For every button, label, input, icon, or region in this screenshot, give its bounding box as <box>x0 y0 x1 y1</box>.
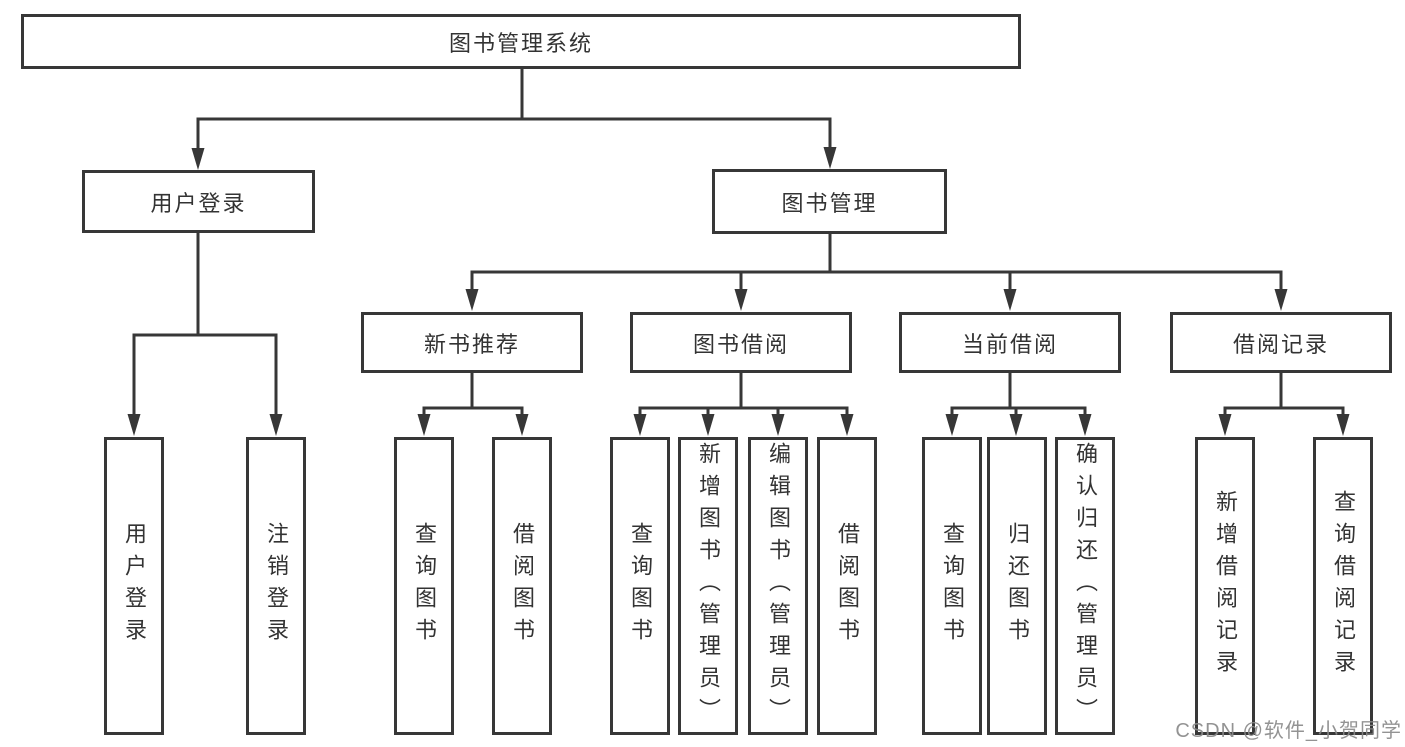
arrowhead <box>1274 289 1288 311</box>
connector-borrowing-records-to-leaves <box>1223 373 1345 418</box>
node-new-book-recommend: 新书推荐 <box>361 312 583 373</box>
node-borrowing-records: 借阅记录 <box>1170 312 1392 373</box>
node-logout-leaf: 注销登录 <box>246 437 306 735</box>
node-query-books-3: 查询图书 <box>922 437 982 735</box>
arrowhead <box>465 289 479 311</box>
arrowhead <box>1003 289 1017 311</box>
arrowhead <box>417 414 431 436</box>
arrowheads <box>127 147 1350 436</box>
arrowhead <box>734 289 748 311</box>
arrowhead <box>945 414 959 436</box>
node-return-books: 归还图书 <box>987 437 1047 735</box>
node-add-books-admin: 新增图书（管理员） <box>678 437 738 735</box>
arrowhead <box>840 414 854 436</box>
node-edit-books-admin: 编辑图书（管理员） <box>748 437 808 735</box>
node-root-system: 图书管理系统 <box>21 14 1021 69</box>
arrowhead <box>127 414 141 436</box>
connector-root-to-level2 <box>196 68 832 152</box>
arrowhead <box>269 414 283 436</box>
node-borrow-books-1: 借阅图书 <box>492 437 552 735</box>
arrowhead <box>1336 414 1350 436</box>
node-current-borrowing: 当前借阅 <box>899 312 1121 373</box>
csdn-watermark: CSDN @软件_小贺同学 <box>1175 720 1402 742</box>
node-add-borrow-record: 新增借阅记录 <box>1195 437 1255 735</box>
arrowhead <box>771 414 785 436</box>
node-query-borrow-record: 查询借阅记录 <box>1313 437 1373 735</box>
node-query-books-1: 查询图书 <box>394 437 454 735</box>
node-book-management: 图书管理 <box>712 169 947 234</box>
node-borrow-books-2: 借阅图书 <box>817 437 877 735</box>
node-user-login: 用户登录 <box>82 170 315 233</box>
connector-book-borrowing-to-leaves <box>638 373 849 418</box>
arrowhead <box>633 414 647 436</box>
connector-new-book-recommend-to-leaves <box>422 373 524 418</box>
arrowhead <box>191 148 205 170</box>
arrowhead <box>1009 414 1023 436</box>
node-user-login-leaf: 用户登录 <box>104 437 164 735</box>
node-query-books-2: 查询图书 <box>610 437 670 735</box>
connector-book-management-to-level3 <box>470 234 1283 292</box>
arrowhead <box>1078 414 1092 436</box>
arrowhead <box>1218 414 1232 436</box>
connector-current-borrowing-to-leaves <box>950 373 1087 418</box>
arrowhead <box>515 414 529 436</box>
connector-user-login-to-leaves <box>132 233 278 418</box>
node-confirm-return-admin: 确认归还（管理员） <box>1055 437 1115 735</box>
arrowhead <box>823 147 837 169</box>
arrowhead <box>701 414 715 436</box>
node-book-borrowing: 图书借阅 <box>630 312 852 373</box>
